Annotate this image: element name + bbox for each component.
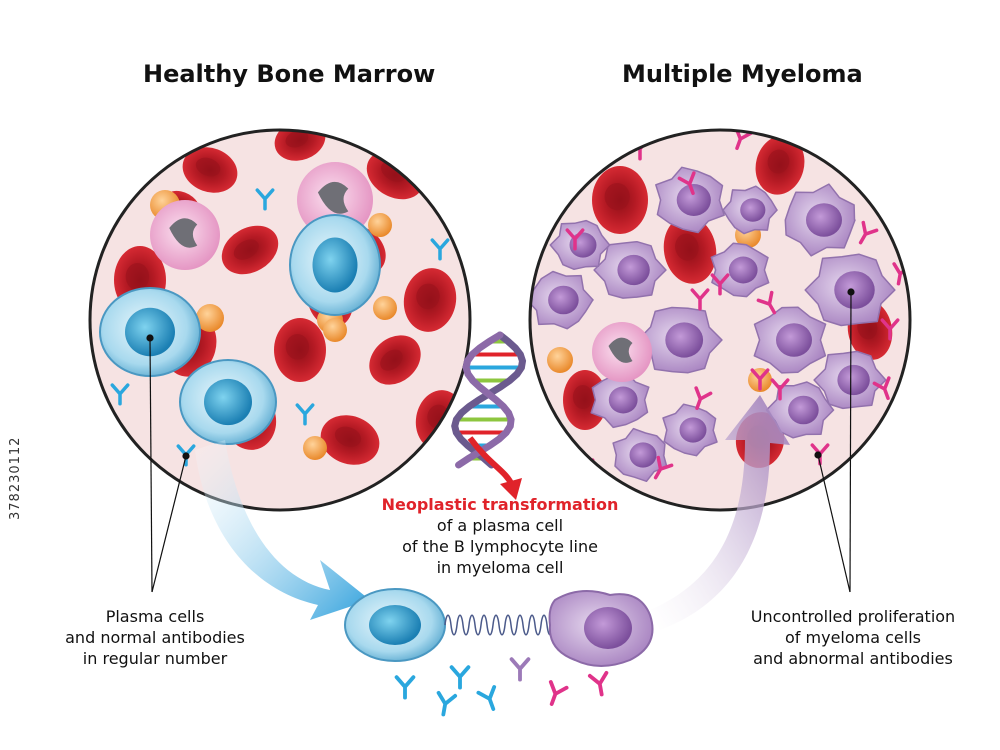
right-caption: Uncontrolled proliferation of myeloma ce… <box>738 606 968 669</box>
myeloma-cell <box>753 306 827 374</box>
antibody-icon <box>394 675 416 700</box>
myeloma-circle <box>528 128 912 512</box>
platelet <box>547 347 573 373</box>
myeloma-cell <box>637 306 723 374</box>
title-multiple-myeloma: Multiple Myeloma <box>622 60 863 88</box>
center-caption: Neoplastic transformation of a plasma ce… <box>375 494 625 578</box>
red-blood-cell <box>274 130 326 161</box>
dna-strand <box>455 331 515 469</box>
myeloma-cell <box>710 242 770 298</box>
red-blood-cell <box>274 318 326 382</box>
antibody-icon <box>677 171 696 196</box>
red-blood-cell <box>403 268 457 332</box>
antibody-icon <box>430 238 450 261</box>
plasma-cell <box>99 287 201 377</box>
caption-left-line1: Plasma cells <box>105 607 205 626</box>
caption-neoplastic-transformation: Neoplastic transformation <box>381 495 619 514</box>
caption-right-line2: of myeloma cells <box>785 628 921 647</box>
bottom-myeloma-cell <box>548 590 654 667</box>
myeloma-cell <box>662 403 718 457</box>
antibody-icon <box>858 220 879 245</box>
antibody-icon <box>295 403 315 426</box>
antibody-icon <box>565 228 585 251</box>
caption-center-line4: in myeloma cell <box>436 558 564 577</box>
platelet <box>323 318 347 342</box>
antibody-icon <box>710 273 730 296</box>
antibody-icon <box>509 657 531 682</box>
antibody-icon <box>694 386 713 411</box>
antibody-icon <box>476 685 497 711</box>
left-pointer-lines <box>146 334 190 593</box>
antibody-icon <box>575 458 595 481</box>
platelet <box>373 296 397 320</box>
myeloma-cell <box>593 240 667 299</box>
myeloma-cell <box>765 381 835 439</box>
title-healthy-bone-marrow: Healthy Bone Marrow <box>143 60 436 88</box>
caption-left-line3: in regular number <box>82 649 228 668</box>
caption-right-line1: Uncontrolled proliferation <box>750 607 956 626</box>
antibody-icon <box>750 368 770 391</box>
platelet <box>303 436 327 460</box>
dna-helix-icon <box>451 331 527 469</box>
antibody-icon <box>690 288 710 311</box>
red-blood-cell <box>369 335 421 385</box>
red-blood-cell <box>755 135 805 195</box>
platelet <box>196 304 224 332</box>
caption-center-line2: of a plasma cell <box>436 516 564 535</box>
antibody-icon <box>548 680 569 706</box>
myeloma-cell <box>655 166 725 234</box>
caption-center-line3: of the B lymphocyte line <box>402 537 598 556</box>
plasma-cell <box>179 359 277 445</box>
left-caption: Plasma cells and normal antibodies in re… <box>50 606 260 669</box>
antibody-icon <box>255 188 275 211</box>
red-blood-cell <box>221 225 279 275</box>
red-blood-cell <box>592 166 648 234</box>
healthy-marrow-circle <box>88 128 472 512</box>
red-arrow-head <box>500 478 522 500</box>
antibody-icon <box>653 455 674 480</box>
platelet <box>368 213 392 237</box>
caption-right-line3: and abnormal antibodies <box>753 649 953 668</box>
antibody-icon <box>756 290 777 315</box>
antibody-icon <box>880 318 900 341</box>
bottom-antibodies <box>394 657 609 717</box>
right-pointer-lines <box>814 288 855 593</box>
myeloma-cell <box>784 183 856 257</box>
plasma-cell <box>289 214 381 316</box>
white-blood-cell <box>592 322 652 382</box>
transformation-wave <box>444 614 566 636</box>
red-curved-arrow <box>467 436 515 487</box>
antibody-icon <box>587 670 609 697</box>
antibody-icon <box>110 383 130 406</box>
caption-left-line2: and normal antibodies <box>65 628 245 647</box>
red-blood-cell <box>320 415 380 465</box>
dna-strand <box>451 331 527 469</box>
purple-arrow <box>650 395 790 630</box>
antibody-icon <box>872 376 891 401</box>
bottom-plasma-cell <box>344 588 446 662</box>
blue-arrow <box>195 440 370 620</box>
antibody-icon <box>770 378 790 401</box>
antibody-icon <box>449 665 471 690</box>
antibody-icon <box>436 690 458 717</box>
myeloma-cell <box>612 427 668 483</box>
stock-id-text: 378230112 <box>8 436 23 520</box>
red-blood-cell <box>663 216 717 284</box>
white-blood-cell <box>150 200 220 270</box>
myeloma-cell <box>590 372 650 429</box>
myeloma-cell <box>722 185 778 235</box>
myeloma-cell <box>813 350 887 410</box>
red-blood-cell <box>182 147 238 193</box>
